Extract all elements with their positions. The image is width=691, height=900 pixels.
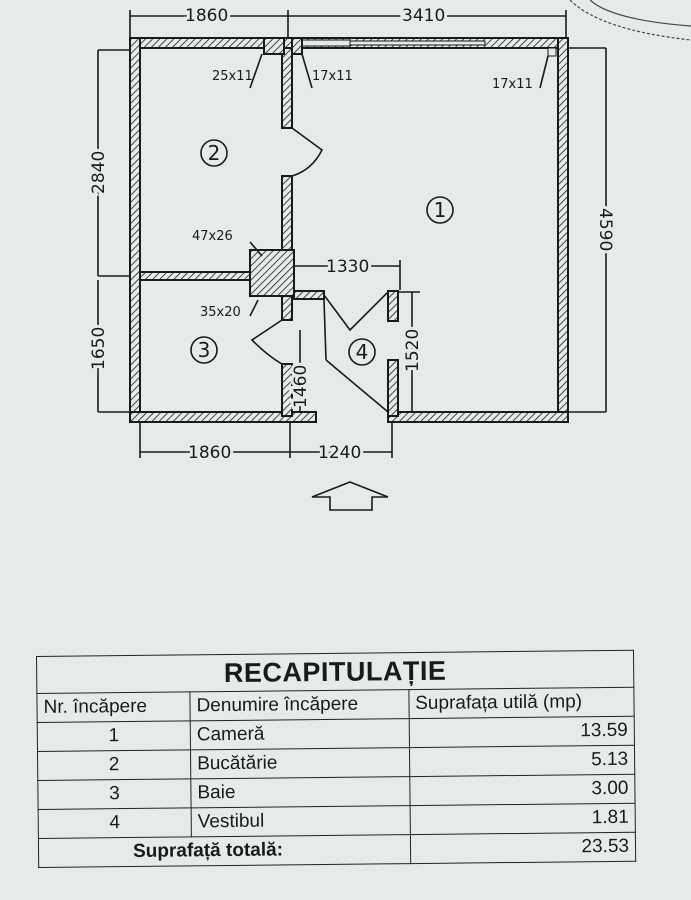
floor-plan: 1860 3410 2840 1650 4590 1860 1240 1330 … — [86, 0, 691, 511]
row-nr: 1 — [37, 720, 191, 752]
total-value: 23.53 — [410, 832, 636, 864]
dim-left-lower: 1650 — [89, 327, 109, 370]
row-area: 1.81 — [409, 803, 636, 835]
row-name: Cameră — [190, 718, 410, 750]
dim-left-upper: 2840 — [89, 151, 109, 194]
header-nr: Nr. încăpere — [36, 691, 191, 723]
room-numbers: 1 2 3 4 — [190, 139, 454, 366]
recap-title: RECAPITULAȚIE — [36, 650, 634, 694]
shaft-label-2: 35x20 — [200, 305, 241, 320]
vent-label-1: 25x11 — [212, 69, 253, 84]
total-label: Suprafață totală: — [38, 834, 411, 868]
dim-bottom-left: 1860 — [188, 443, 231, 463]
room-number-1: 1 — [434, 198, 447, 222]
row-area: 3.00 — [409, 774, 636, 806]
dim-top-right: 3410 — [402, 6, 445, 26]
dim-top-left: 1860 — [185, 6, 228, 26]
stamp-fragment — [569, 0, 691, 41]
vent-label-2: 17x11 — [312, 69, 353, 84]
shaft-label: 47x26 — [192, 229, 233, 244]
dimension-lines — [97, 10, 607, 458]
dim-bottom-mid: 1240 — [318, 443, 361, 463]
recap-table: RECAPITULAȚIE Nr. încăpere Denumire încă… — [36, 650, 636, 868]
row-name: Bucătărie — [190, 747, 410, 779]
row-name: Baie — [190, 776, 410, 808]
dim-inner-hall: 1330 — [326, 257, 369, 277]
room-number-4: 4 — [356, 340, 369, 364]
header-area: Suprafața utilă (mp) — [408, 687, 635, 719]
dim-right: 4590 — [595, 208, 615, 251]
door-swings — [250, 127, 389, 413]
room-number-3: 3 — [198, 338, 211, 362]
dim-hall-b: 1520 — [403, 329, 423, 372]
row-nr: 3 — [37, 778, 192, 810]
row-area: 5.13 — [409, 745, 635, 777]
total-row: Suprafață totală: 23.53 — [38, 832, 636, 868]
room-number-2: 2 — [208, 141, 221, 165]
row-area: 13.59 — [408, 716, 635, 748]
header-name: Denumire încăpere — [189, 689, 409, 721]
row-name: Vestibul — [191, 805, 411, 837]
entrance-arrow-icon — [311, 481, 389, 511]
row-nr: 2 — [37, 749, 191, 781]
vent-label-3: 17x11 — [492, 77, 533, 92]
walls — [129, 37, 569, 423]
row-nr: 4 — [38, 807, 192, 839]
dimension-labels: 1860 3410 2840 1650 4590 1860 1240 1330 … — [86, 3, 618, 466]
dim-hall-a: 1460 — [291, 365, 311, 408]
